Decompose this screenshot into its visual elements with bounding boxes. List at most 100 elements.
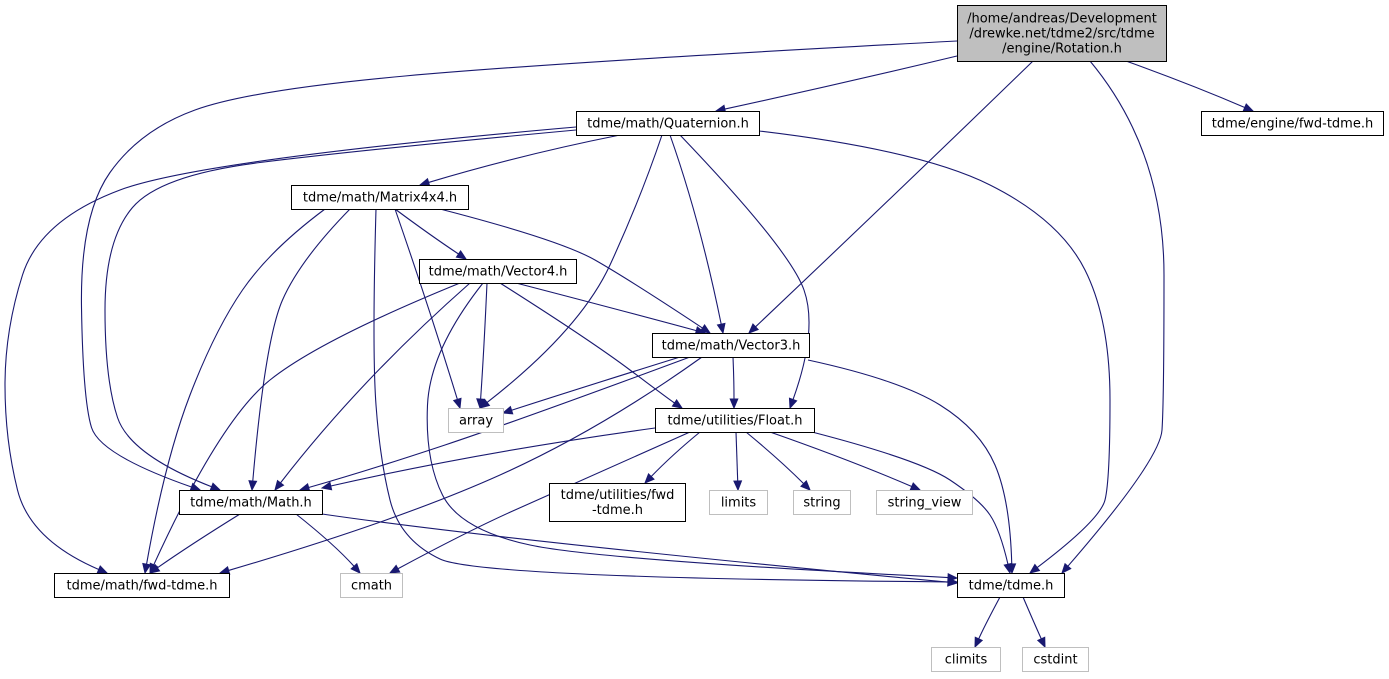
node-label: tdme/utilities/Float.h bbox=[668, 414, 803, 429]
edge-line bbox=[732, 356, 735, 400]
edge-quaternion-to-tdme bbox=[758, 130, 1111, 574]
edge-line bbox=[157, 513, 241, 569]
arrowhead bbox=[320, 481, 333, 491]
edge-line bbox=[745, 431, 805, 485]
edge-math-to-tdme bbox=[321, 513, 959, 587]
node-util_fwd[interactable]: tdme/utilities/fwd-tdme.h bbox=[549, 483, 686, 522]
edge-line bbox=[146, 208, 326, 565]
node-label: cmath bbox=[351, 579, 392, 594]
edge-float-to-cmath bbox=[388, 431, 691, 574]
arrowhead bbox=[788, 397, 798, 410]
edge-quaternion-to-vector3 bbox=[669, 134, 726, 335]
node-label: tdme/math/Vector4.h bbox=[429, 265, 568, 280]
nodes-layer: /home/andreas/Development/drewke.net/tdm… bbox=[54, 5, 1384, 672]
arrowhead bbox=[418, 177, 431, 187]
edge-matrix4x4-to-math_fwd bbox=[142, 208, 326, 575]
arrowhead bbox=[148, 563, 161, 574]
arrowhead bbox=[716, 322, 726, 335]
node-label: tdme/utilities/fwd bbox=[561, 488, 675, 503]
node-limits[interactable]: limits bbox=[709, 490, 768, 515]
node-box bbox=[957, 5, 1167, 62]
node-label: /home/andreas/Development bbox=[967, 12, 1157, 27]
edge-line bbox=[295, 513, 355, 567]
node-string[interactable]: string bbox=[793, 490, 851, 515]
arrowhead bbox=[209, 482, 222, 491]
node-label: array bbox=[459, 414, 493, 429]
node-box bbox=[957, 573, 1065, 598]
edge-vector3-to-array bbox=[501, 356, 681, 415]
arrowhead bbox=[96, 565, 109, 574]
node-cstdint[interactable]: cstdint bbox=[1022, 647, 1089, 672]
edge-line bbox=[1125, 60, 1245, 108]
edge-vector4-to-float bbox=[499, 282, 684, 409]
edge-rotation-to-quaternion bbox=[714, 55, 958, 114]
arrowhead bbox=[142, 562, 152, 575]
node-box bbox=[655, 408, 815, 433]
edge-line bbox=[735, 431, 739, 482]
edge-matrix4x4-to-vector4 bbox=[394, 208, 468, 260]
node-box bbox=[793, 490, 851, 515]
edge-vector4-to-math_fwd bbox=[149, 282, 461, 575]
arrowhead bbox=[455, 249, 468, 260]
edge-line bbox=[280, 282, 471, 484]
node-label: tdme/math/Quaternion.h bbox=[587, 117, 749, 132]
node-float[interactable]: tdme/utilities/Float.h bbox=[655, 408, 815, 433]
node-box bbox=[652, 333, 810, 358]
node-rotation[interactable]: /home/andreas/Development/drewke.net/tdm… bbox=[957, 5, 1167, 62]
node-box bbox=[340, 573, 403, 598]
edge-float-to-string bbox=[745, 431, 811, 491]
node-quaternion[interactable]: tdme/math/Quaternion.h bbox=[576, 111, 760, 136]
arrowhead bbox=[1036, 636, 1046, 649]
edges-layer bbox=[4, 40, 1255, 649]
node-label: tdme/engine/fwd-tdme.h bbox=[1212, 117, 1373, 132]
node-matrix4x4[interactable]: tdme/math/Matrix4x4.h bbox=[291, 185, 469, 210]
edge-line bbox=[1067, 60, 1165, 567]
edge-rotation-to-engine_fwd bbox=[1125, 60, 1255, 112]
arrowhead bbox=[501, 405, 514, 415]
arrowhead bbox=[248, 480, 258, 492]
edge-line bbox=[486, 134, 663, 403]
node-climits[interactable]: climits bbox=[931, 647, 1001, 672]
edge-line bbox=[394, 208, 459, 255]
edge-quaternion-to-float bbox=[679, 134, 810, 410]
edge-float-to-util_fwd bbox=[644, 431, 701, 484]
node-vector3[interactable]: tdme/math/Vector3.h bbox=[652, 333, 810, 358]
arrowhead bbox=[947, 577, 959, 587]
node-string_view[interactable]: string_view bbox=[876, 490, 973, 515]
edge-line bbox=[811, 431, 1009, 565]
node-label: /drewke.net/tdme2/src/tdme bbox=[969, 27, 1154, 42]
edge-matrix4x4-to-array bbox=[394, 208, 462, 410]
edge-matrix4x4-to-math bbox=[248, 208, 351, 492]
node-label: tdme/math/Vector3.h bbox=[662, 339, 801, 354]
node-array[interactable]: array bbox=[448, 408, 504, 433]
edge-line bbox=[499, 282, 675, 404]
edge-quaternion-to-matrix4x4 bbox=[418, 134, 621, 187]
edge-line bbox=[426, 282, 949, 579]
node-label: climits bbox=[945, 653, 988, 668]
node-label: cstdint bbox=[1033, 653, 1077, 668]
arrowhead bbox=[1028, 563, 1041, 574]
node-box bbox=[576, 111, 760, 136]
edge-vector4-to-vector3 bbox=[515, 282, 707, 335]
edge-line bbox=[807, 359, 1013, 565]
edge-line bbox=[650, 431, 701, 477]
edge-line bbox=[321, 513, 949, 583]
node-label: tdme/math/Math.h bbox=[190, 496, 312, 511]
arrowhead bbox=[388, 564, 401, 574]
node-label: tdme/math/Matrix4x4.h bbox=[303, 191, 457, 206]
arrowhead bbox=[644, 473, 655, 484]
node-engine_fwd[interactable]: tdme/engine/fwd-tdme.h bbox=[1201, 111, 1384, 136]
arrowhead bbox=[350, 562, 361, 574]
node-math_fwd[interactable]: tdme/math/fwd-tdme.h bbox=[54, 573, 230, 598]
node-vector4[interactable]: tdme/math/Vector4.h bbox=[419, 259, 577, 284]
node-tdme[interactable]: tdme/tdme.h bbox=[957, 573, 1065, 598]
edge-line bbox=[669, 134, 722, 325]
edge-math-to-math_fwd bbox=[148, 513, 241, 574]
edge-vector3-to-math_fwd bbox=[218, 356, 703, 575]
node-cmath[interactable]: cmath bbox=[340, 573, 403, 598]
edge-tdme-to-cstdint bbox=[1022, 596, 1046, 649]
arrowhead bbox=[733, 480, 743, 492]
node-math[interactable]: tdme/math/Math.h bbox=[179, 490, 323, 515]
arrowhead bbox=[800, 480, 811, 491]
